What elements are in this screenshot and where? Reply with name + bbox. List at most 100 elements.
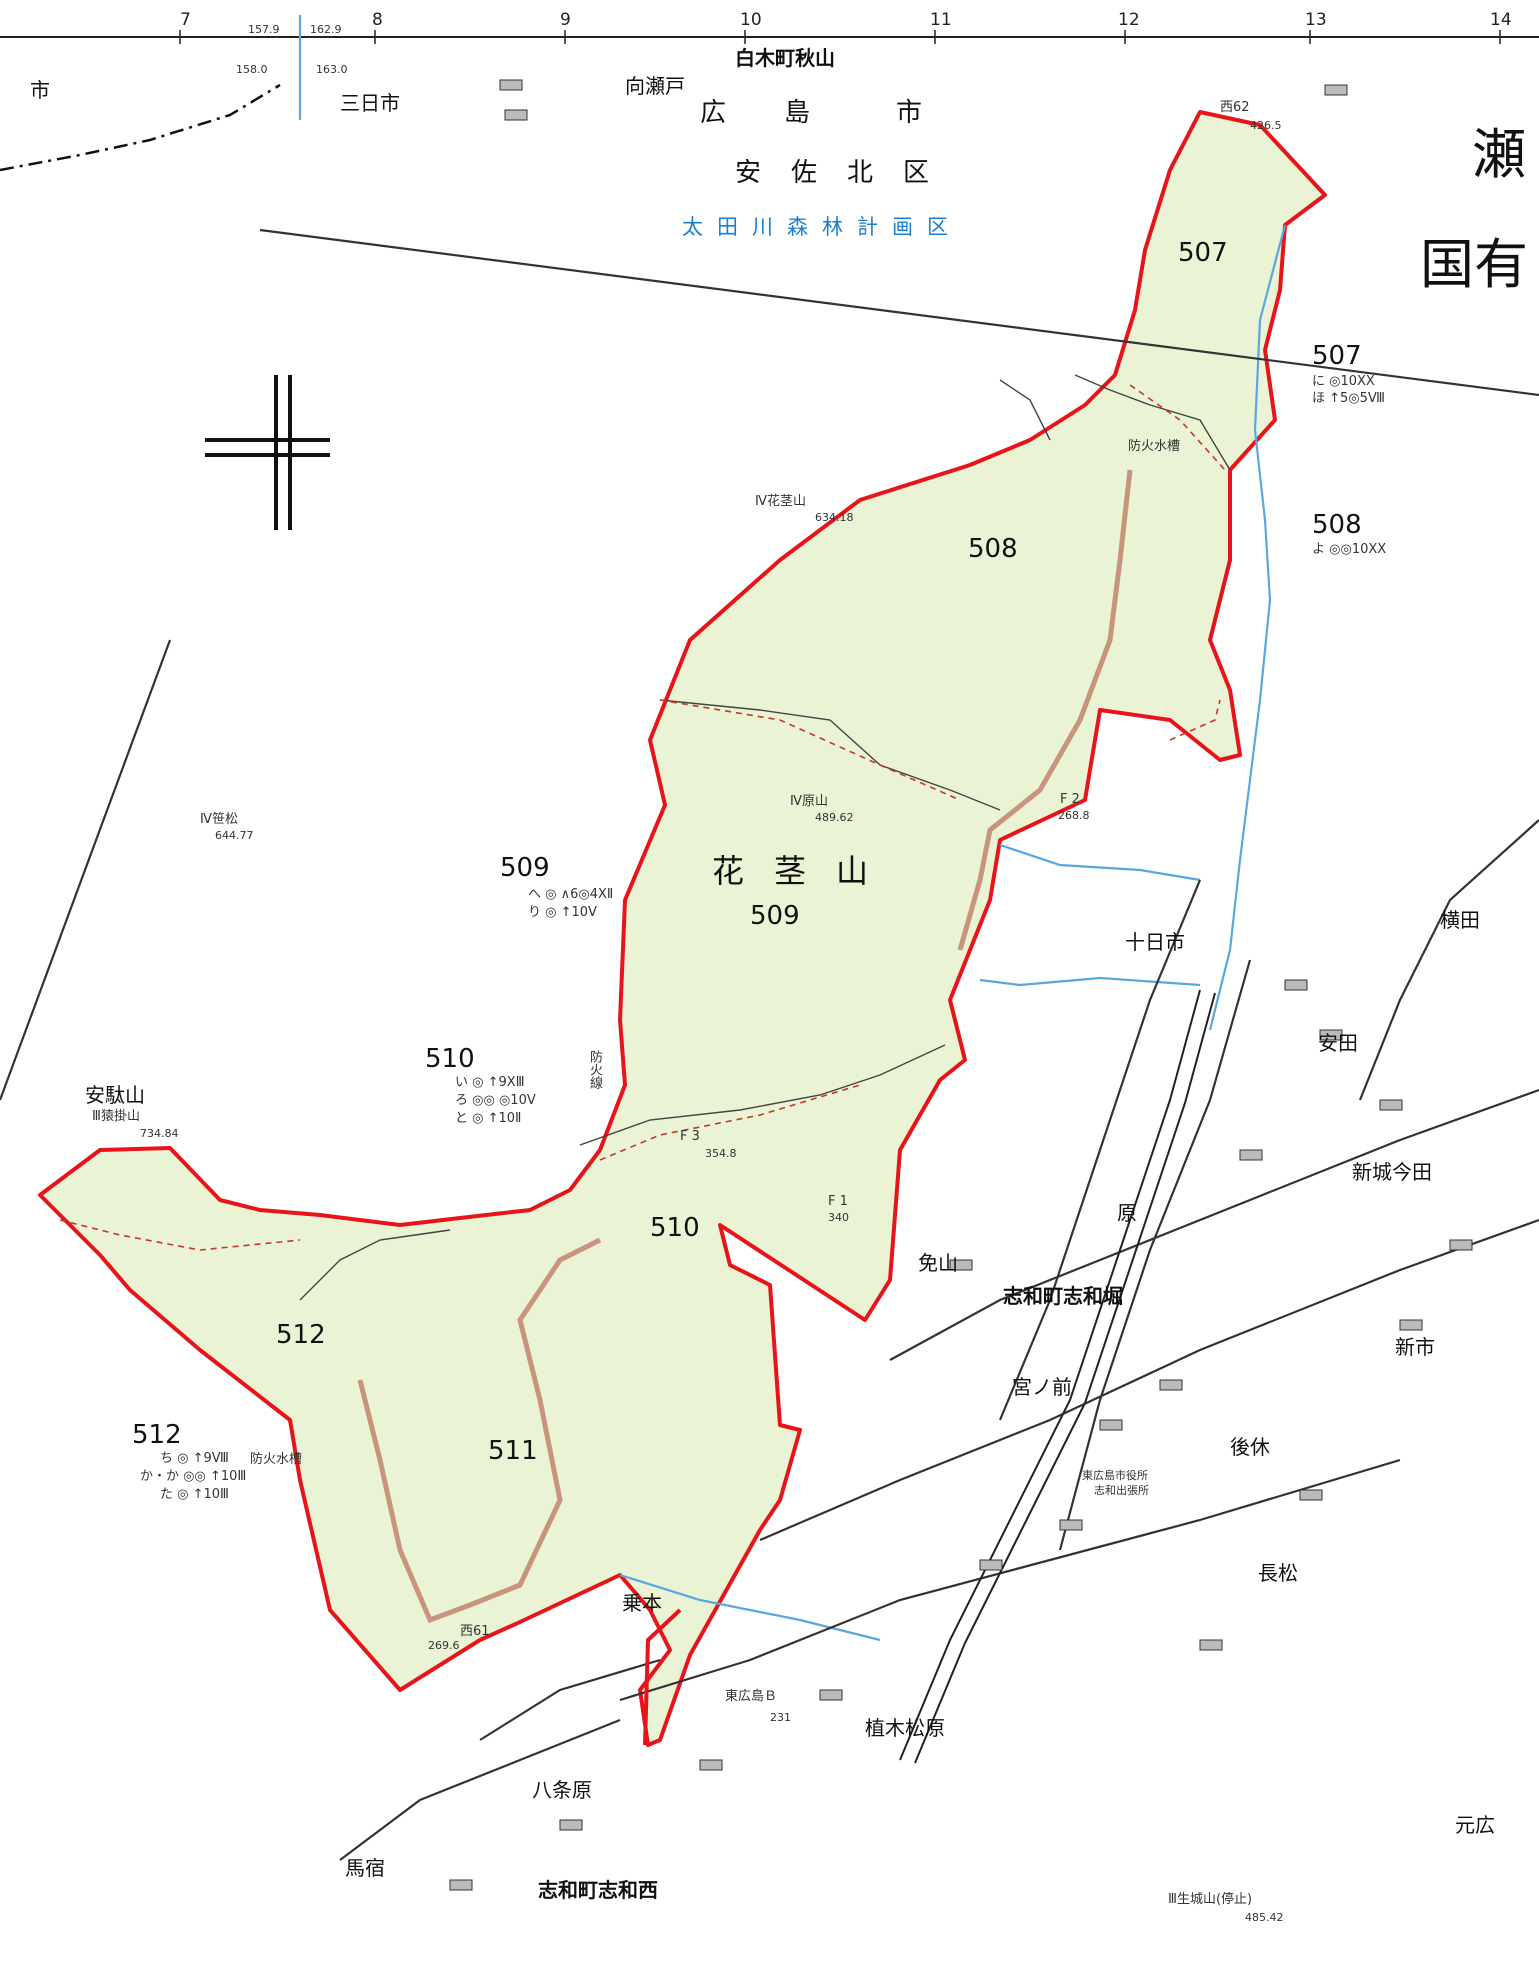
place-mukousedo: 向瀬戸 [625,74,685,98]
stand-code-508-yo: よ ◎◎10XX [1312,542,1387,557]
grid-value-c: 158.0 [236,63,268,76]
admin-boundary [0,83,281,172]
railway [899,989,1216,1764]
place-shiwa-shiwanishi: 志和町志和西 [538,1878,658,1902]
place-higashihiroshima-b: 東広島Ｂ [725,1689,778,1704]
place-gokyu: 後休 [1230,1435,1270,1459]
stand-code-512-ka: か・か ◎◎ ↑10Ⅲ [140,1469,247,1484]
place-hachijohara: 八条原 [532,1778,592,1802]
peak-haraya: Ⅳ原山 [790,794,828,809]
boundary-south [643,1608,682,1746]
elev-ikishiroyama: 485.42 [1245,1911,1284,1924]
elev-nishi62: 426.5 [1250,119,1282,132]
stand-code-510-to: と ◎ ↑10Ⅱ [455,1111,522,1126]
point-nishi62: 西62 [1220,100,1250,115]
compartment-508: 508 [968,534,1018,564]
grid-number-10: 10 [740,10,762,30]
compartment-510-outside: 510 [425,1044,475,1074]
place-mashuku: 馬宿 [345,1856,385,1880]
compartment-510: 510 [650,1213,700,1243]
compartment-509-outside: 509 [500,853,550,883]
grid-number-13: 13 [1305,10,1327,30]
elev-sasamatsu: 644.77 [215,829,254,842]
national-forest-area [38,110,1327,1747]
elev-sarukake: 734.84 [140,1127,179,1140]
place-shinjo-imada: 新城今田 [1352,1160,1432,1184]
point-f2: F 2 [1060,792,1080,807]
place-ueki-matsubara: 植木松原 [865,1716,945,1740]
stand-code-512-ta: た ◎ ↑10Ⅲ [160,1487,230,1502]
place-norimoto: 乗本 [622,1591,662,1615]
compartment-lines [299,374,1231,1301]
place-hara: 原 [1117,1201,1137,1225]
point-nishi61: 西61 [460,1624,490,1639]
place-moto-hiro: 元広 [1455,1813,1495,1837]
trails [59,384,1226,1251]
stand-code-510-i: い ◎ ↑9XⅢ [455,1075,525,1090]
firebreak-label: 防火線 [587,1050,602,1089]
region-label-seto: 瀬 [1472,123,1526,186]
peak-sarukake: Ⅲ猿掛山 [92,1109,140,1124]
stand-code-512-chi: ち ◎ ↑9Ⅷ [160,1451,229,1466]
place-shinichi: 新市 [1395,1335,1435,1359]
place-miyanomae: 宮ノ前 [1012,1375,1072,1399]
place-nagamatsu: 長松 [1258,1561,1298,1585]
grid-value-a: 157.9 [248,23,280,36]
interchange-symbol [205,375,330,530]
grid-value-d: 163.0 [316,63,348,76]
compartment-512-outside: 512 [132,1420,182,1450]
rivers [298,15,1287,1642]
stand-code-510-ro: ろ ◎◎ ◎10Ⅴ [455,1093,536,1108]
compartment-507: 507 [1178,238,1228,268]
peak-hanakukiyama: Ⅳ花茎山 [755,494,806,509]
stand-code-507-ho: ほ ↑5◎5Ⅷ [1312,391,1386,406]
elev-haraya: 489.62 [815,811,854,824]
compartment-508-outside: 508 [1312,510,1362,540]
region-label-hiroshima: 広 島 市 [700,98,925,128]
forest-road [357,469,1133,1624]
grid-number-8: 8 [372,10,383,30]
elev-f1: 340 [828,1211,849,1224]
place-menzan: 免山 [918,1251,958,1275]
stand-code-509-ri: り ◎ ↑10Ⅴ [528,905,597,920]
stand-code-507-ni: に ◎10XX [1312,374,1375,389]
elev-nishi61: 269.6 [428,1639,460,1652]
buildings [449,79,1473,1891]
compartment-507-outside: 507 [1312,341,1362,371]
place-adayama: 安駄山 [85,1083,145,1107]
grid-value-b: 162.9 [310,23,342,36]
facility-city-office: 東広島市役所 [1082,1469,1148,1482]
stand-code-509-he: へ ◎ ∧6◎4XⅡ [528,887,614,902]
compartment-511: 511 [488,1436,538,1466]
mountain-label: 花茎山 [712,852,899,890]
point-f3: F 3 [680,1129,700,1144]
grid-number-14: 14 [1490,10,1512,30]
grid-number-9: 9 [560,10,571,30]
peak-sasamatsu: Ⅳ笹松 [200,812,238,827]
place-mikkaichi: 三日市 [340,91,400,115]
place-shi-left: 市 [30,78,50,102]
elev-point-b: 231 [770,1711,791,1724]
place-yokota: 横田 [1440,908,1480,932]
peak-ikishiroyama: Ⅲ生城山(停止) [1168,1892,1253,1907]
roads [0,228,1539,1861]
region-label-kokuyu: 国有 [1420,233,1528,296]
elev-f2: 268.8 [1058,809,1090,822]
grid-ticks [179,30,1501,44]
fire-water-tank: 防火水槽 [250,1452,303,1467]
elev-hanakukiyama: 634.18 [815,511,854,524]
place-shiwa-shiwabori: 志和町志和堀 [1003,1284,1123,1308]
planning-area-label: 太田川森林計画区 [682,215,962,239]
grid-number-11: 11 [930,10,952,30]
compartment-509: 509 [750,901,800,931]
fire-water-tank-top: 防火水槽 [1128,439,1181,454]
compartment-512: 512 [276,1320,326,1350]
point-f1: F 1 [828,1194,848,1209]
elev-f3: 354.8 [705,1147,737,1160]
grid-number-7: 7 [180,10,191,30]
region-label-asakita: 安 佐 北 区 [735,158,932,188]
place-tokaichi: 十日市 [1125,930,1185,954]
place-yasuda: 安田 [1318,1031,1358,1055]
